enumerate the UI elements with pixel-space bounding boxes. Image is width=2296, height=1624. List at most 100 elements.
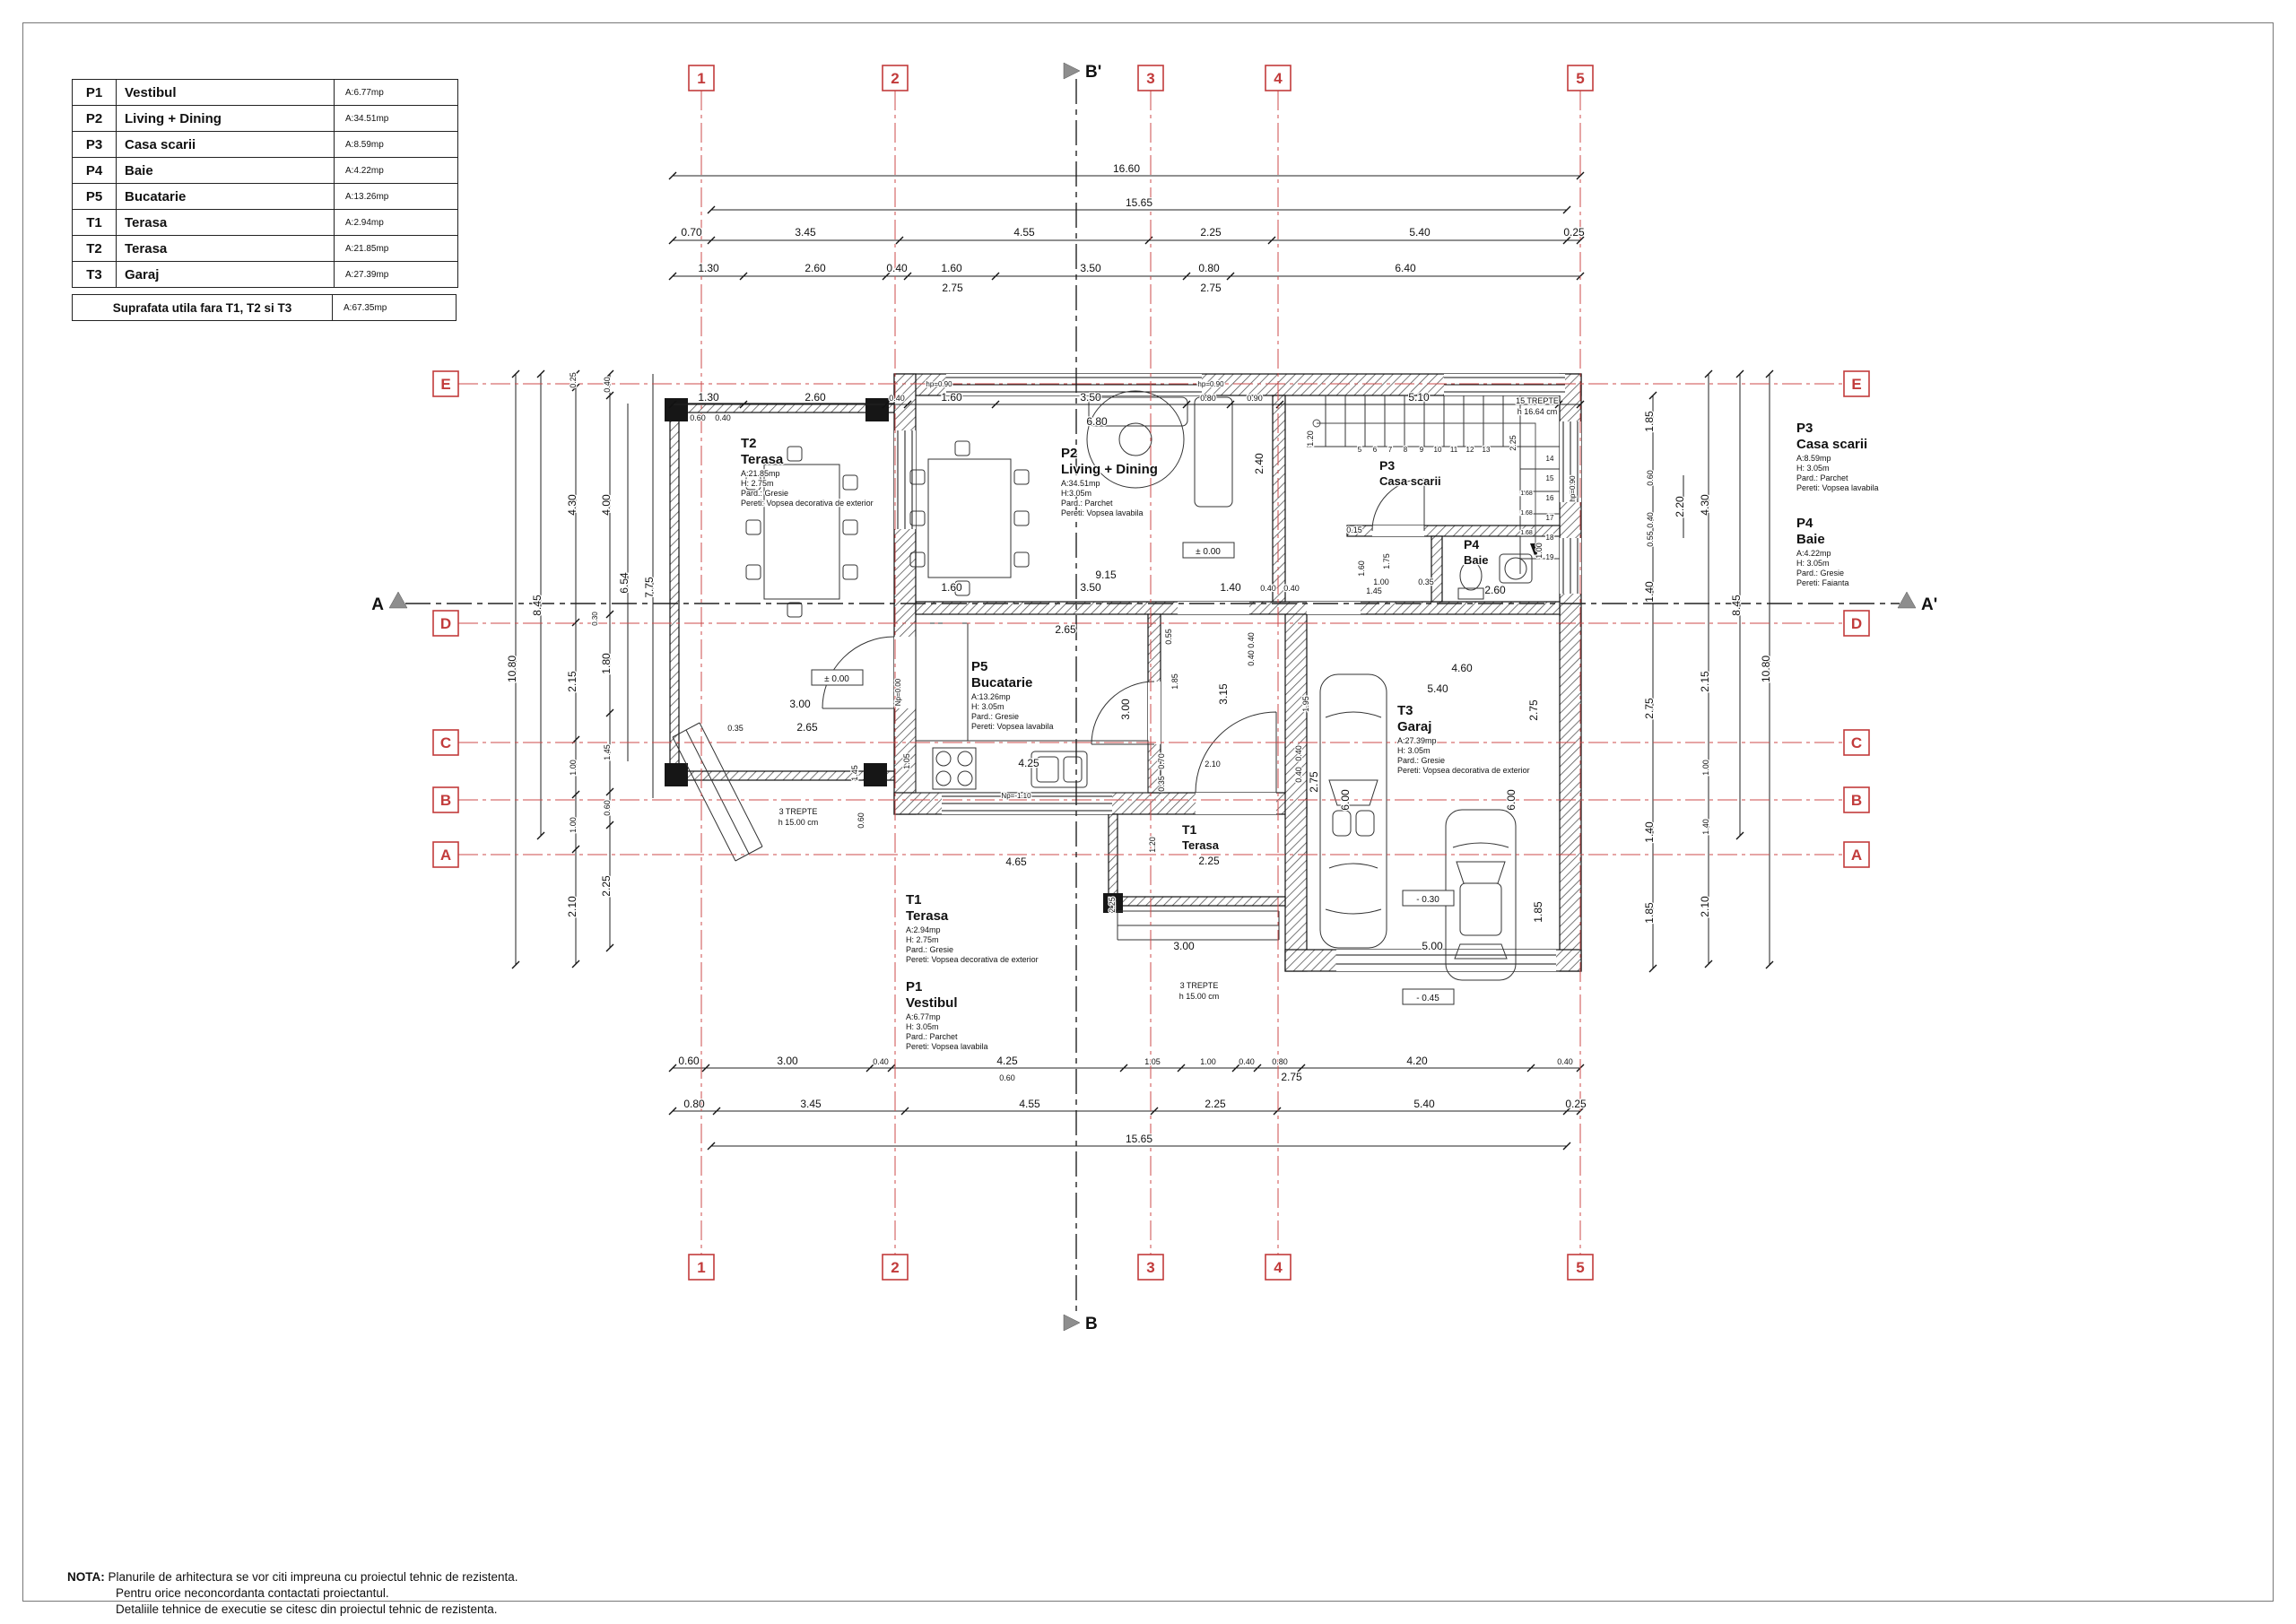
dim-label: 7.75 xyxy=(643,577,656,598)
room-code: P2 xyxy=(1061,446,1077,461)
dim-label: 0.80 xyxy=(1198,262,1220,274)
dim-label: 1.68 xyxy=(1520,530,1533,536)
grid-bubble xyxy=(1137,1254,1164,1281)
dim-label: 2.65 xyxy=(796,721,818,734)
dim-label: 15.65 xyxy=(1126,1133,1152,1145)
dim-label: 1.45 xyxy=(1366,586,1382,595)
bathroom-fixtures xyxy=(1457,553,1533,600)
dim-label: 5.00 xyxy=(1422,940,1443,952)
grid-bubble-label: D xyxy=(440,615,451,632)
legend-area: A:13.26mp xyxy=(334,183,458,210)
dim-label: 5.40 xyxy=(1427,682,1448,695)
room-detail: Pereti: Faianta xyxy=(1796,578,1849,587)
stair-number: 12 xyxy=(1466,446,1474,454)
room-detail: H: 3.05m xyxy=(906,1022,939,1031)
legend-code: P2 xyxy=(72,105,117,132)
dim-label: 1.85 xyxy=(1532,901,1544,923)
nota-line: Pentru orice neconcordanta contactati pr… xyxy=(116,1586,389,1600)
dim-label: 15.65 xyxy=(1126,196,1152,209)
dim-label: 1.60 xyxy=(941,391,962,404)
stair-number: 10 xyxy=(1434,446,1442,454)
dim-label: 3.00 xyxy=(777,1055,798,1067)
room-detail: Pard.: Gresie xyxy=(971,712,1019,721)
dim-label: 0.55 xyxy=(1164,629,1173,645)
dim-label: 16.60 xyxy=(1113,162,1140,175)
dim-label: 3.00 xyxy=(1173,940,1195,952)
room-detail: Pereti: Vopsea lavabila xyxy=(906,1042,988,1051)
dim-label: 9.15 xyxy=(1095,569,1117,581)
grid-bubble xyxy=(1567,1254,1594,1281)
grid-bubble xyxy=(882,1254,909,1281)
dim-label: 0.40 xyxy=(715,413,731,422)
dim-label: 1.00 xyxy=(569,760,578,776)
section-marker-bottom xyxy=(1063,1314,1081,1332)
dim-label: 0.40 xyxy=(1646,512,1655,528)
dim-label: 2.15 xyxy=(1699,671,1711,692)
dim-label: 6.00 xyxy=(1339,789,1352,811)
elevation-label: Np=-1.10 xyxy=(1001,792,1031,800)
dim-label: 4.00 xyxy=(600,494,613,516)
dim-label: 0.40 xyxy=(1294,745,1303,761)
grid-bubble xyxy=(688,65,715,91)
room-detail: A:13.26mp xyxy=(971,692,1011,701)
stair-number: 6 xyxy=(1373,446,1378,454)
room-detail: A:6.77mp xyxy=(906,1012,941,1021)
dim-label: 1.85 xyxy=(1170,673,1179,690)
dim-label: hp=0.90 xyxy=(1197,380,1224,388)
room-code: P3 xyxy=(1796,421,1813,436)
dim-label: 2.15 xyxy=(566,671,578,692)
dim-label: 1.40 xyxy=(1643,581,1656,603)
stair-number: 5 xyxy=(1358,446,1362,454)
sofa-area xyxy=(1086,390,1233,508)
dim-label: 0.40 xyxy=(889,394,905,403)
dim-label: 5.40 xyxy=(1413,1098,1435,1110)
dim-label: 0.40 xyxy=(886,262,908,274)
dim-label: 0.60 xyxy=(690,413,706,422)
legend-area: A:21.85mp xyxy=(334,235,458,262)
dim-label: 2.10 xyxy=(1699,896,1711,917)
dim-label: 1.00 xyxy=(1535,543,1544,559)
dim-label: 1.05 xyxy=(902,753,911,769)
dim-label: 0.60 xyxy=(857,812,865,829)
grid-bubble xyxy=(688,1254,715,1281)
dim-label: 0.40 xyxy=(1239,1057,1255,1066)
dim-label: 10.80 xyxy=(506,656,518,682)
legend-code: P3 xyxy=(72,131,117,158)
grid-bubble-label: E xyxy=(1851,376,1861,393)
section-lines: B' B A A' xyxy=(371,62,1937,1333)
room-code: P4 xyxy=(1464,537,1479,551)
room-name: Baie xyxy=(1796,532,1825,547)
grid-bubble xyxy=(1137,65,1164,91)
stair-number: 13 xyxy=(1483,446,1491,454)
grid-bubble xyxy=(1843,841,1870,868)
room-detail: A:21.85mp xyxy=(741,469,780,478)
room-code: T3 xyxy=(1397,703,1413,718)
room-detail: Pereti: Vopsea decorativa de exterior xyxy=(1397,766,1530,775)
room-name: Casa scarii xyxy=(1796,437,1867,452)
stair-number: 7 xyxy=(1388,446,1393,454)
nota-text: Planurile de arhitectura se vor citi imp… xyxy=(108,1570,518,1584)
stair-number: 14 xyxy=(1546,455,1554,463)
grid-bubble xyxy=(432,729,459,756)
legend-code: P5 xyxy=(72,183,117,210)
dim-label: 8.45 xyxy=(531,595,544,616)
dim-label: 3.45 xyxy=(800,1098,822,1110)
room-code: T1 xyxy=(906,892,922,908)
legend-code: T1 xyxy=(72,209,117,236)
grid-bubble-label: 1 xyxy=(697,70,705,87)
dim-label: 2.60 xyxy=(1484,584,1506,596)
room-detail: Pard.: Parchet xyxy=(1796,473,1848,482)
dim-label: 0.60 xyxy=(1646,470,1655,486)
dim-label: 1.68 xyxy=(1520,510,1533,517)
grid-bubble xyxy=(1843,610,1870,637)
room-detail: Pard.: Gresie xyxy=(1397,756,1445,765)
dim-label: 0.25 xyxy=(1563,226,1585,239)
grid-bubble xyxy=(1843,729,1870,756)
elevation-label: - 0.45 xyxy=(1416,994,1439,1003)
dim-label: 2.60 xyxy=(804,391,826,404)
grid-bubble xyxy=(432,370,459,397)
stair-number: 11 xyxy=(1450,446,1458,454)
